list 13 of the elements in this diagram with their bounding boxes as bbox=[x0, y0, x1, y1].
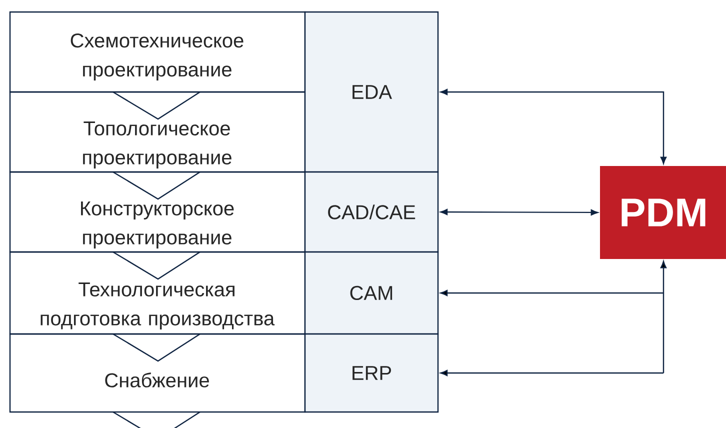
pdm-box: PDM bbox=[600, 166, 726, 259]
arrow bbox=[440, 208, 598, 216]
system-box: ERP bbox=[304, 333, 439, 413]
system-box: EDA bbox=[304, 11, 439, 173]
stage-box: Снабжение bbox=[9, 333, 306, 428]
stage-box: Схемотехническое проектирование bbox=[9, 11, 306, 120]
stage-box: Технологическая подготовка производства bbox=[9, 251, 306, 362]
stage-box: Топологическое проектирование bbox=[9, 91, 306, 200]
system-box: CAM bbox=[304, 251, 439, 335]
arrow bbox=[440, 260, 667, 376]
stage-box: Конструкторское проектирование bbox=[9, 171, 306, 280]
system-box: CAD/CAE bbox=[304, 171, 439, 253]
arrow bbox=[440, 88, 667, 164]
